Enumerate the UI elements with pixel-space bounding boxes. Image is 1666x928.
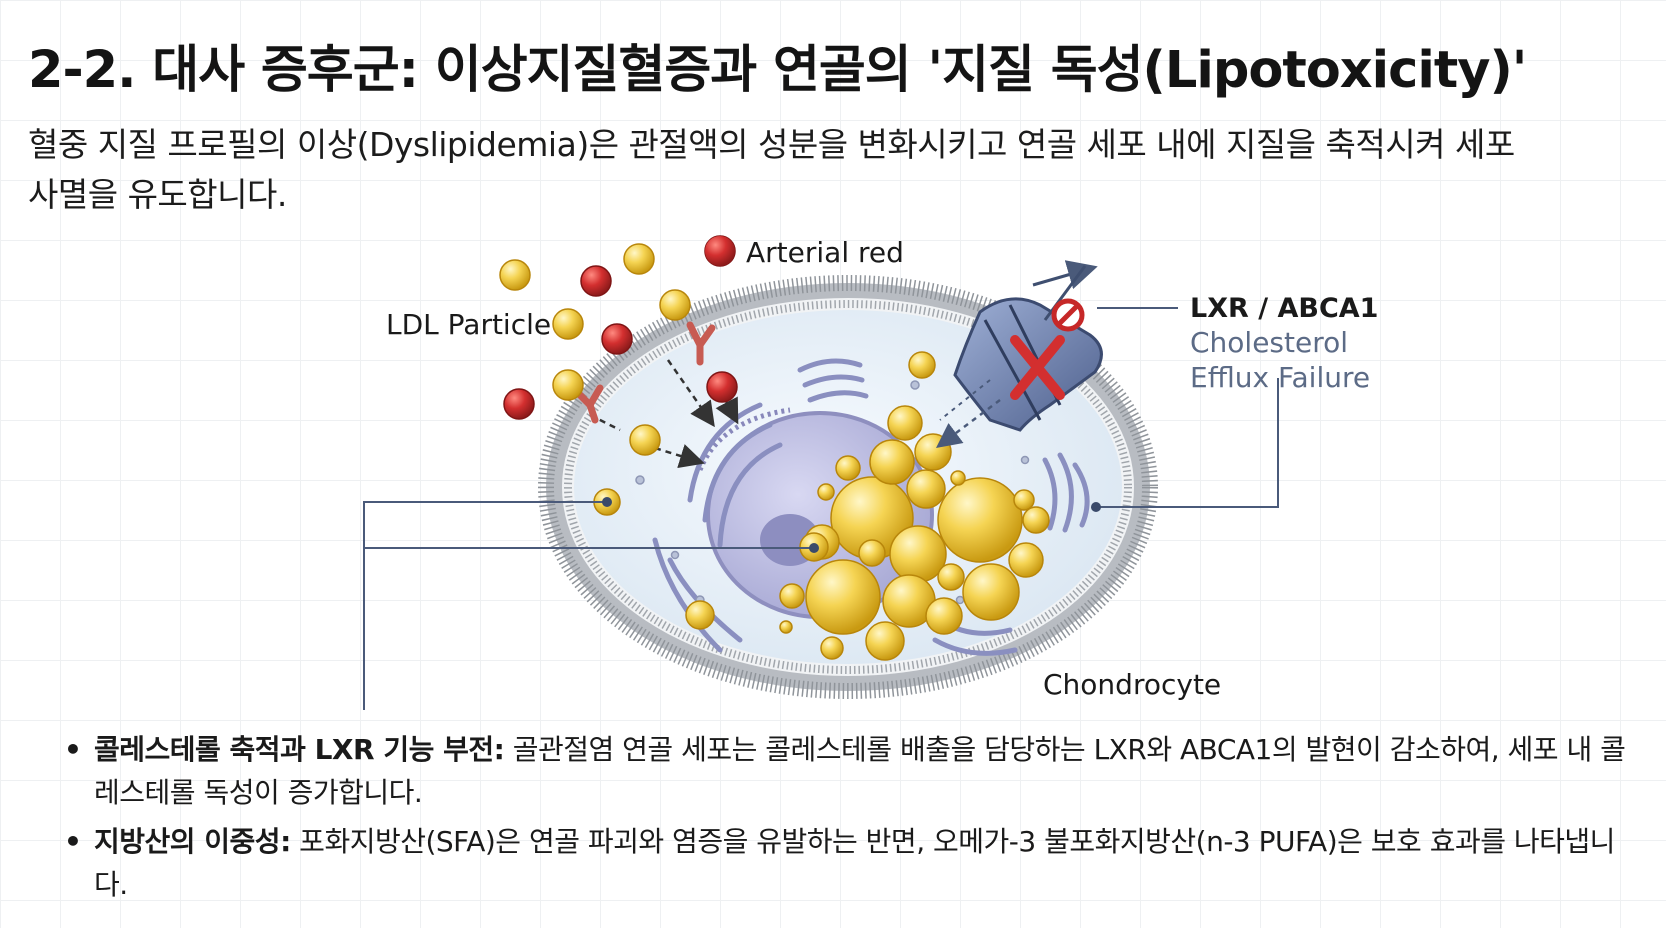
lipid-droplets <box>593 351 1050 661</box>
leader-dots <box>602 497 1101 553</box>
bullet-heading: 콜레스테롤 축적과 LXR 기능 부전: <box>94 733 505 766</box>
bullet-dot: • <box>64 733 82 766</box>
arterial-label: Arterial red <box>746 236 904 269</box>
bullet-list: • 콜레스테롤 축적과 LXR 기능 부전: 골관절염 연골 세포는 콜레스테롤… <box>62 728 1632 912</box>
no-entry-icon <box>1051 298 1085 332</box>
page-subtitle: 혈중 지질 프로필의 이상(Dyslipidemia)은 관절액의 성분을 변화… <box>28 125 1515 214</box>
page-title: 2-2. 대사 증후군: 이상지질혈증과 연골의 '지질 독성(Lipotoxi… <box>28 41 1527 100</box>
lxr-abca1-transporter <box>936 260 1103 448</box>
bullet-text: 골관절염 연골 세포는 콜레스테롤 배출을 담당하는 LXR와 ABCA1의 발… <box>94 733 1626 809</box>
efflux-label-line2: Efflux Failure <box>1190 361 1370 394</box>
ldl-particle-label: LDL Particle <box>386 308 551 341</box>
bullet-heading: 지방산의 이중성: <box>94 825 291 858</box>
arterial-legend-dot <box>705 236 735 266</box>
chondrocyte-diagram: Arterial red LDL Particle LXR / ABCA1 Ch… <box>363 235 1378 710</box>
efflux-label-line1: Cholesterol <box>1190 326 1348 359</box>
organelle-membranes <box>652 358 1090 656</box>
bullet-item: • 지방산의 이중성: 포화지방산(SFA)은 연골 파괴와 염증을 유발하는 … <box>62 820 1632 906</box>
chondrocyte-label: Chondrocyte <box>1043 668 1221 701</box>
ldl-particles <box>499 243 691 456</box>
failure-x-icon <box>1010 335 1065 400</box>
lxr-abca1-label: LXR / ABCA1 <box>1190 293 1378 324</box>
leader-lines <box>363 307 1279 710</box>
bullet-item: • 콜레스테롤 축적과 LXR 기능 부전: 골관절염 연골 세포는 콜레스테롤… <box>62 728 1632 814</box>
bullet-dot: • <box>64 825 82 858</box>
bullet-text: 포화지방산(SFA)은 연골 파괴와 염증을 유발하는 반면, 오메가-3 불포… <box>94 825 1615 901</box>
